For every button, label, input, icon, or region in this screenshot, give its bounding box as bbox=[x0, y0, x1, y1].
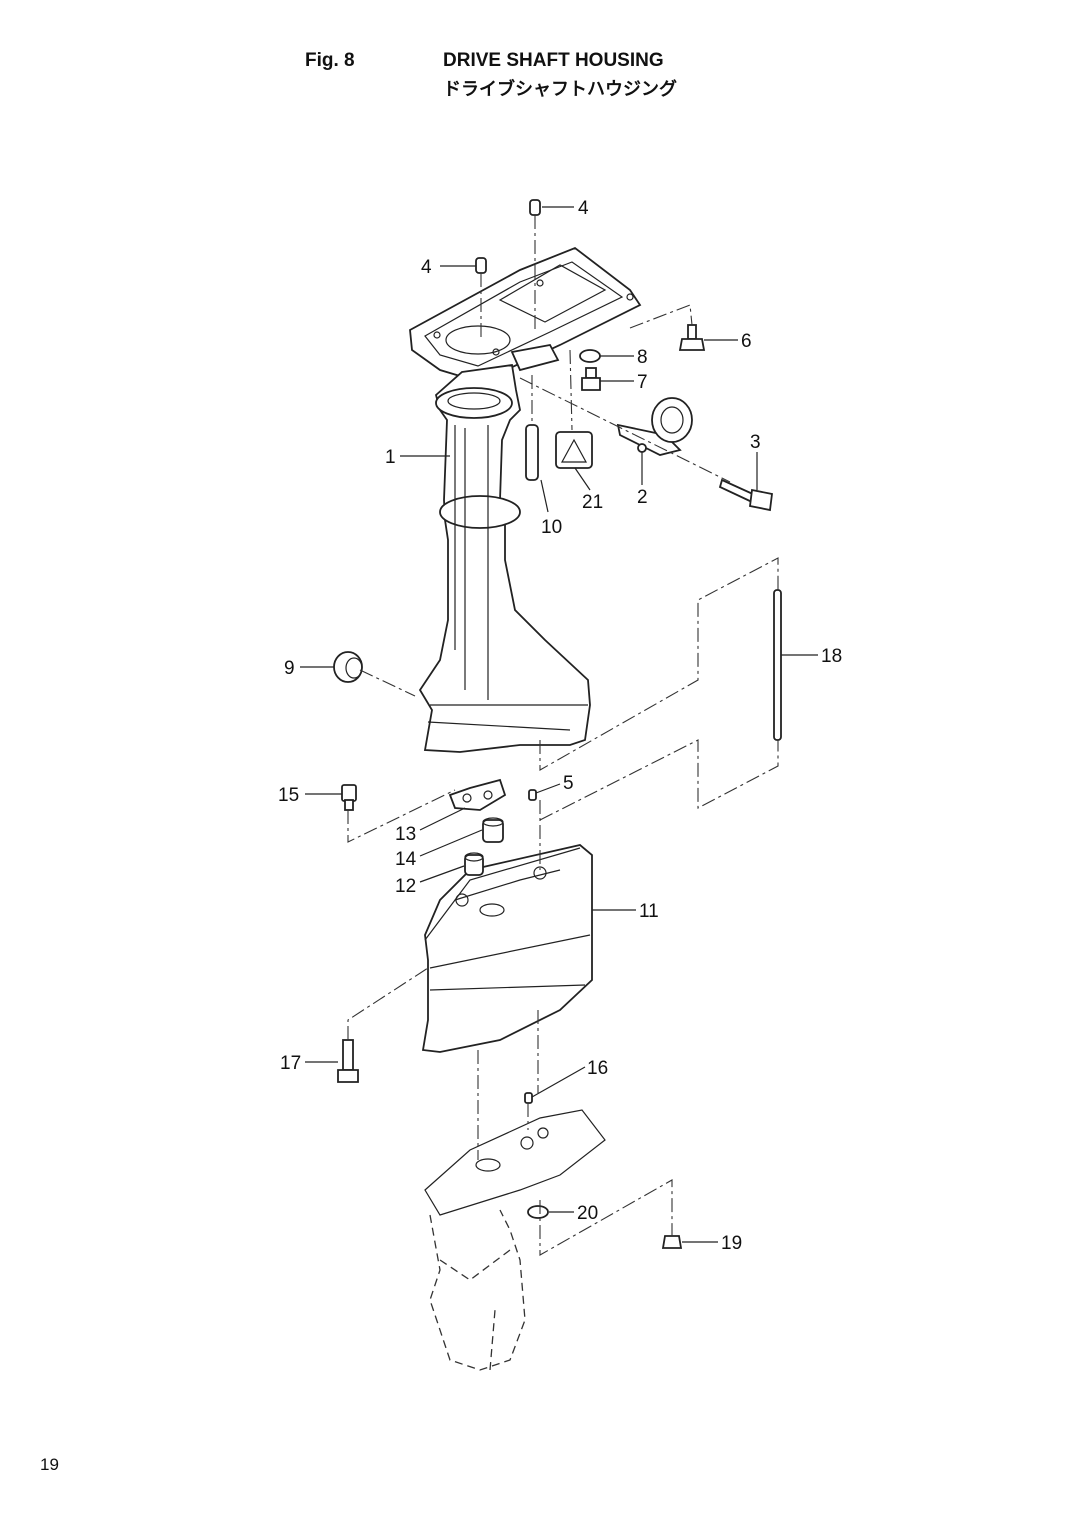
callout-13: 13 bbox=[395, 824, 416, 845]
lower-casing bbox=[421, 844, 593, 1053]
pin-16 bbox=[524, 1092, 533, 1104]
callout-7: 7 bbox=[637, 372, 648, 393]
callout-18: 18 bbox=[821, 646, 842, 667]
grommet-9 bbox=[333, 651, 363, 683]
callout-4-left: 4 bbox=[421, 257, 432, 278]
stud-18 bbox=[773, 589, 782, 741]
collar-12 bbox=[464, 852, 484, 876]
callout-14: 14 bbox=[395, 849, 417, 870]
bolt-3 bbox=[718, 478, 773, 512]
callout-11: 11 bbox=[639, 901, 659, 922]
diagram-title-japanese: ドライブシャフトハウジング bbox=[443, 79, 677, 100]
callout-5: 5 bbox=[563, 773, 574, 794]
figure-number: Fig. 8 bbox=[305, 50, 355, 71]
callout-3: 3 bbox=[750, 432, 761, 453]
diagram-title: DRIVE SHAFT HOUSING bbox=[443, 50, 664, 71]
callout-numbers: 4 4 6 8 7 3 1 21 2 10 9 18 15 5 13 14 12… bbox=[278, 198, 842, 1254]
callout-6: 6 bbox=[741, 331, 752, 352]
mount-rubber-14 bbox=[482, 817, 504, 843]
nut-7 bbox=[581, 367, 601, 391]
callout-4-top: 4 bbox=[578, 198, 589, 219]
callout-10: 10 bbox=[541, 517, 562, 538]
leader-lines bbox=[300, 206, 818, 1243]
drive-shaft-housing bbox=[418, 363, 591, 753]
warning-label-21 bbox=[555, 431, 593, 469]
callout-19: 19 bbox=[721, 1233, 742, 1254]
callout-2: 2 bbox=[637, 487, 648, 508]
washer-8 bbox=[579, 349, 601, 363]
pin-10 bbox=[525, 424, 539, 481]
callout-16: 16 bbox=[587, 1058, 608, 1079]
callout-17: 17 bbox=[280, 1053, 301, 1074]
nut-19 bbox=[661, 1235, 683, 1249]
callout-1: 1 bbox=[385, 447, 396, 468]
plate-13 bbox=[448, 778, 507, 811]
callout-21: 21 bbox=[582, 492, 603, 513]
callout-12: 12 bbox=[395, 876, 416, 897]
bolt-17 bbox=[337, 1039, 359, 1083]
callout-9: 9 bbox=[284, 658, 295, 679]
callout-15: 15 bbox=[278, 785, 299, 806]
page-number: 19 bbox=[40, 1455, 59, 1474]
upper-mount-plate bbox=[409, 246, 642, 383]
callout-8: 8 bbox=[637, 347, 648, 368]
assembly-lines bbox=[347, 215, 779, 1256]
gear-case-outline bbox=[424, 1109, 606, 1371]
bracket-2 bbox=[616, 397, 693, 456]
washer-20 bbox=[527, 1205, 549, 1219]
pin-5 bbox=[528, 789, 537, 801]
bolt-6 bbox=[678, 324, 706, 351]
pin-4-left bbox=[475, 257, 487, 274]
bolt-15 bbox=[341, 784, 357, 811]
callout-20: 20 bbox=[577, 1203, 598, 1224]
pin-4-top bbox=[529, 199, 541, 216]
